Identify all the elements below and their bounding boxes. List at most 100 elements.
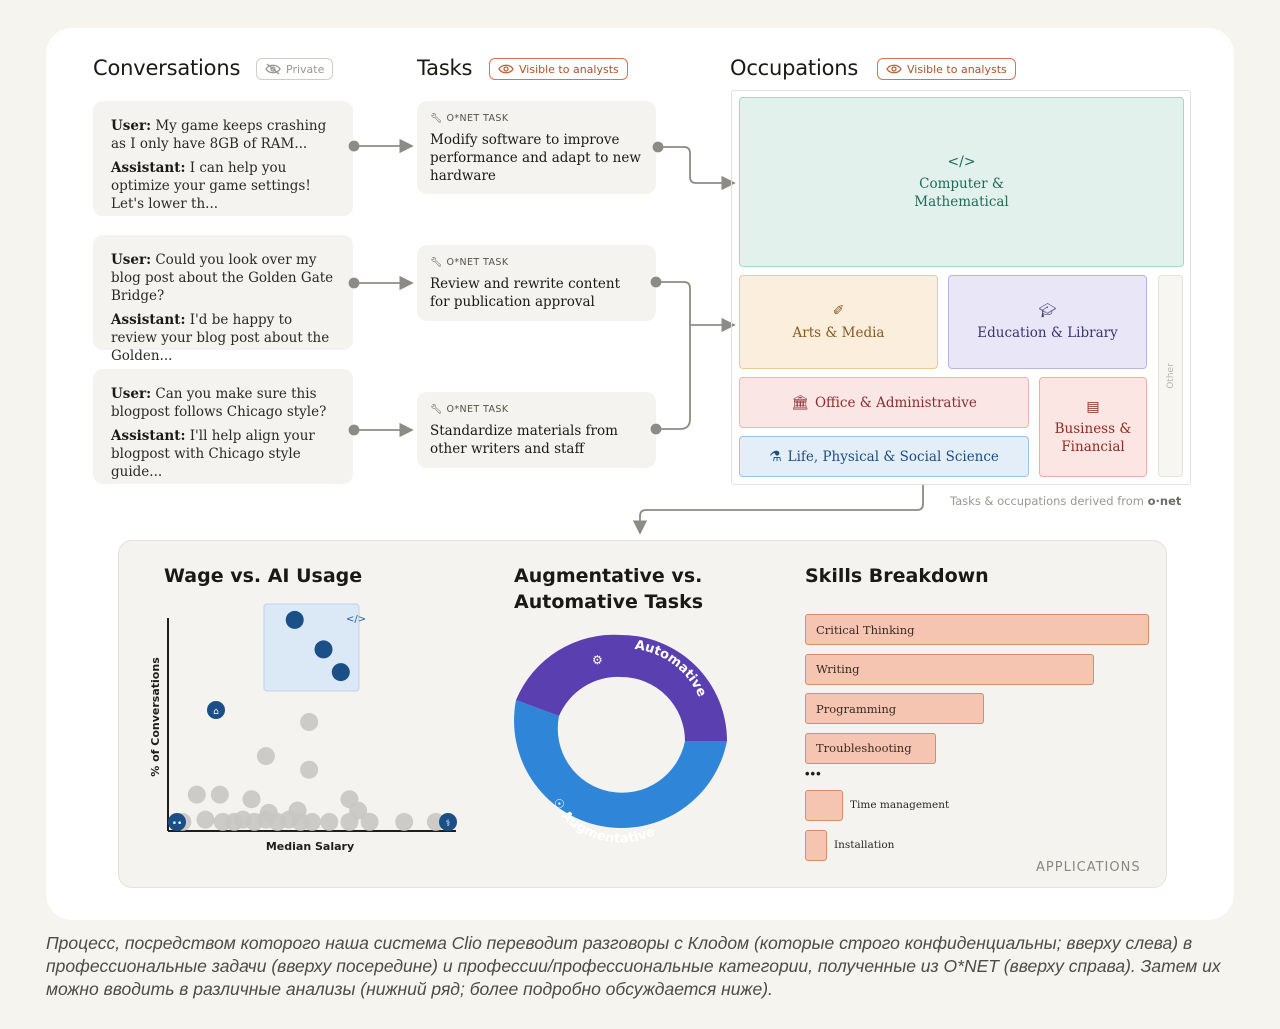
conversations-title: Conversations (93, 56, 241, 80)
assistant-message: I can help you optimize your game settin… (111, 160, 311, 212)
scatter-point-highlight (331, 663, 350, 682)
skill-bar-minor (805, 830, 827, 861)
tasks-badge-label: Visible to analysts (519, 62, 619, 76)
scatter-point (196, 810, 215, 829)
eye-off-icon (265, 63, 281, 75)
graduation-cap-icon: ⌂ (213, 707, 219, 717)
wrench-icon: 🔧︎ (430, 257, 443, 268)
occupation-label: Arts & Media (792, 325, 885, 341)
stethoscope-icon: ⚕ (446, 819, 451, 829)
donut-title-line2: Automative Tasks (514, 591, 704, 613)
skill-bar-minor (805, 790, 843, 821)
low-salary-marker: •• (168, 813, 186, 831)
scatter-point (210, 785, 229, 804)
occupation-other: Other (1158, 275, 1183, 477)
assistant-message: I'd be happy to review your blog post ab… (111, 312, 330, 364)
task-card: 🔧︎O*NET TASK Review and rewrite content … (417, 245, 656, 321)
applications-label: APPLICATIONS (1036, 860, 1141, 875)
occupations-badge-label: Visible to analysts (907, 62, 1007, 76)
occupation-label: Computer & Mathematical (914, 176, 1009, 210)
conversation-card: User: My game keeps crashing as I only h… (93, 101, 353, 216)
scatter-point (259, 803, 278, 822)
assistant-label: Assistant: (111, 428, 186, 444)
derived-note-text: Tasks & occupations derived from (950, 494, 1144, 508)
scatter-point-highlight (285, 610, 304, 629)
occupation-office-administrative: 🏛︎ Office & Administrative (739, 377, 1029, 428)
skill-bar: Programming (805, 693, 984, 724)
wrench-icon: 🔧︎ (430, 404, 443, 415)
scatter-point (349, 801, 368, 820)
task-text: Modify software to improve performance a… (430, 132, 641, 184)
occupation-label: Office & Administrative (814, 394, 977, 411)
tasks-visible-badge: Visible to analysts (489, 58, 628, 80)
building-icon: 🏛︎ (791, 394, 809, 411)
wage-scatter-chart: </> ⌂ •• ⚕ Median Salary % of Conversati… (149, 603, 457, 853)
gear-icon: ⚙ (592, 653, 603, 667)
occupation-life-physical-social-science: ⚗ Life, Physical & Social Science (739, 436, 1029, 477)
augmentative-automative-donut: Automative Augmentative ⚙ ☉ (514, 634, 727, 847)
scatter-point (300, 713, 319, 732)
automative-slice-left (516, 634, 621, 716)
assistant-label: Assistant: (111, 160, 186, 176)
code-icon: </> (947, 154, 976, 170)
occupations-title: Occupations (730, 56, 859, 80)
graduation-cap-icon: 🎓︎ (1038, 303, 1057, 319)
task-tag: O*NET TASK (446, 404, 509, 415)
task-card: 🔧︎O*NET TASK Modify software to improve … (417, 101, 656, 194)
occupation-label: Life, Physical & Social Science (787, 448, 999, 465)
figure-caption: Процесс, посредством которого наша систе… (46, 933, 1221, 999)
scatter-point (242, 790, 261, 809)
occupation-label: Education & Library (977, 325, 1118, 341)
skill-bar: Writing (805, 653, 1094, 685)
user-label: User: (111, 118, 152, 134)
user-message: Can you make sure this blogpost follows … (111, 386, 327, 420)
ellipsis: ••• (805, 766, 822, 781)
scatter-point (320, 812, 339, 831)
x-axis-label: Median Salary (266, 840, 354, 853)
task-tag: O*NET TASK (446, 113, 509, 124)
scatter-point (288, 801, 307, 820)
scatter-point (360, 812, 379, 831)
tasks-title: Tasks (417, 56, 473, 80)
eye-icon (886, 64, 902, 74)
occupation-arts-media: ✐ Arts & Media (739, 275, 938, 369)
occupation-computer-mathematical: </> Computer & Mathematical (739, 97, 1184, 267)
code-icon: </> (346, 614, 366, 625)
occupations-visible-badge: Visible to analysts (877, 58, 1016, 80)
wage-chart-title: Wage vs. AI Usage (164, 565, 363, 587)
eye-icon (498, 64, 514, 74)
education-marker: ⌂ (207, 701, 225, 719)
paintbrush-icon: ✐ (832, 303, 845, 319)
occupation-label: Other (1165, 363, 1176, 389)
user-message: My game keeps crashing as I only have 8G… (111, 118, 327, 152)
user-label: User: (111, 252, 152, 268)
flow-connectors (348, 138, 924, 535)
y-axis-label: % of Conversations (149, 657, 162, 777)
task-card: 🔧︎O*NET TASK Standardize materials from … (417, 392, 656, 468)
wrench-icon: 🔧︎ (430, 113, 443, 124)
skill-bar-minor-label: Time management (850, 799, 950, 811)
user-label: User: (111, 386, 152, 402)
donut-title: Augmentative vs. Automative Tasks (514, 563, 703, 615)
scatter-point (256, 747, 275, 766)
occupation-label: Business & Financial (1054, 421, 1132, 455)
automative-slice (621, 635, 727, 741)
skill-bar: Troubleshooting (805, 732, 936, 764)
table-icon: ▤ (1086, 399, 1100, 415)
scatter-point (300, 760, 319, 779)
occupation-education-library: 🎓︎ Education & Library (948, 275, 1147, 369)
footprints-icon: •• (172, 819, 183, 829)
scatter-point-highlight (314, 640, 333, 659)
occupations-treemap (731, 90, 1191, 485)
assistant-message: I'll help align your blogpost with Chica… (111, 428, 315, 480)
task-text: Standardize materials from other writers… (430, 423, 618, 457)
donut-title-line1: Augmentative vs. (514, 565, 703, 587)
scatter-point (303, 812, 321, 831)
skill-bar: Critical Thinking (805, 614, 1149, 645)
brain-icon: ☉ (554, 797, 565, 811)
assistant-label: Assistant: (111, 312, 186, 328)
scatter-point (395, 812, 414, 831)
conversation-card: User: Can you make sure this blogpost fo… (93, 369, 353, 484)
high-salary-marker: ⚕ (439, 813, 457, 831)
conversation-card: User: Could you look over my blog post a… (93, 235, 353, 364)
